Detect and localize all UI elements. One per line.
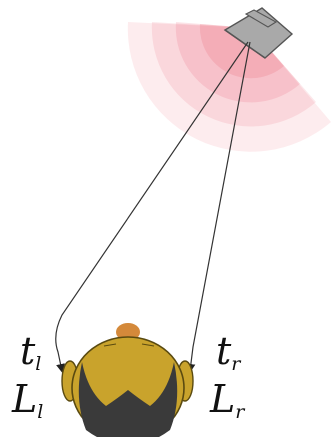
right-time-label: tr xyxy=(216,329,242,375)
listener-head xyxy=(61,323,194,437)
right-level-label: Lr xyxy=(209,377,246,423)
brow-left xyxy=(103,343,117,347)
sound-paths xyxy=(55,41,251,373)
sound-wave-ring-4 xyxy=(127,22,332,152)
left-level-label: Ll xyxy=(11,377,43,423)
hair xyxy=(78,362,178,437)
sound-wave-fan xyxy=(127,22,332,152)
speaker-edge xyxy=(224,29,266,59)
loudspeaker-icon xyxy=(223,7,294,59)
brow-right xyxy=(141,343,155,347)
ray-to-left-ear xyxy=(55,41,249,373)
sound-wave-ring-2 xyxy=(175,22,300,103)
left-time-label: tl xyxy=(20,329,41,375)
speaker-magnet xyxy=(244,9,278,28)
sound-wave-ring-3 xyxy=(151,22,316,127)
ray-to-right-ear xyxy=(186,41,251,373)
